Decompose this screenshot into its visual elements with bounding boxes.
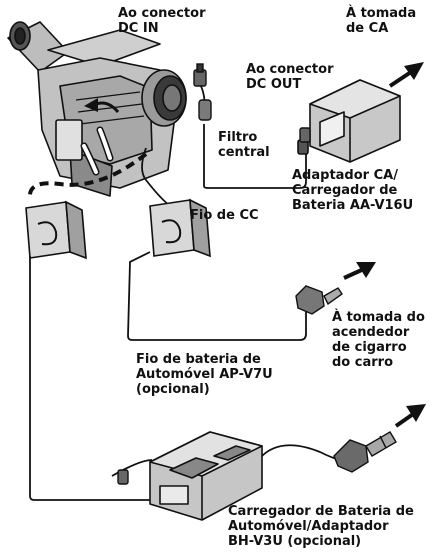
ac-adapter-illustration (297, 79, 401, 163)
label-dc-out: Ao conector DC OUT (246, 62, 334, 92)
label-filter-line1: Filtro (218, 130, 258, 145)
cigarette-arrow-small (343, 262, 376, 280)
label-dc-in: Ao conector DC IN (118, 6, 206, 36)
label-car-cord-line2: Automóvel AP-V7U (136, 367, 273, 382)
label-cigarette-line2: acendedor (332, 325, 410, 340)
label-car-cord-line3: (opcional) (136, 382, 210, 397)
label-cigarette-line3: de cigarro (332, 340, 407, 355)
label-dc-cord-line1: Fio de CC (190, 208, 259, 223)
charger-plug (117, 469, 129, 485)
label-car-charger-line3: BH-V3U (opcional) (228, 534, 362, 549)
label-ac-outlet-line2: de CA (346, 21, 389, 36)
label-cigarette-line1: À tomada do (332, 310, 425, 325)
label-dc-out-line1: Ao conector (246, 62, 334, 77)
label-dc-cord: Fio de CC (190, 208, 259, 223)
label-ac-outlet-line1: À tomada (346, 6, 417, 21)
label-ac-adapter: Adaptador CA/ Carregador de Bateria AA-V… (292, 168, 413, 213)
attach-arrow-solid (84, 98, 120, 113)
dc-out-plug (299, 127, 311, 143)
label-ac-adapter-line1: Adaptador CA/ (292, 168, 398, 183)
car-charger-illustration (149, 431, 263, 521)
car-battery-cord (127, 251, 307, 341)
label-dc-out-line2: DC OUT (246, 77, 302, 92)
label-dc-in-line1: Ao conector (118, 6, 206, 21)
label-ac-outlet: À tomada de CA (346, 6, 416, 36)
battery-plate-left (25, 200, 87, 260)
label-central-filter: Filtro central (218, 130, 270, 160)
label-ac-adapter-line3: Bateria AA-V16U (292, 198, 414, 213)
ac-outlet-arrow (388, 62, 424, 88)
label-dc-in-line2: DC IN (118, 21, 159, 36)
label-car-battery-cord: Fio de bateria de Automóvel AP-V7U (opci… (136, 352, 273, 397)
label-car-charger-line1: Carregador de Bateria de (228, 504, 414, 519)
label-car-charger: Carregador de Bateria de Automóvel/Adapt… (228, 504, 414, 549)
cigarette-plug-large (333, 431, 397, 473)
camcorder-illustration (7, 21, 187, 197)
label-cigarette-lighter: À tomada do acendedor de cigarro do carr… (332, 310, 425, 370)
cigarette-plug-small (295, 285, 343, 315)
label-ac-adapter-line2: Carregador de (292, 183, 398, 198)
label-car-charger-line2: Automóvel/Adaptador (228, 519, 389, 534)
label-cigarette-line4: do carro (332, 355, 393, 370)
attach-arrow-hollow (80, 126, 114, 176)
dc-in-plug (193, 63, 207, 87)
cigarette-arrow-large (394, 404, 426, 428)
battery-dashed-cord (27, 152, 148, 199)
battery-plate-right (149, 198, 211, 258)
label-filter-line2: central (218, 145, 270, 160)
label-car-cord-line1: Fio de bateria de (136, 352, 261, 367)
central-filter (198, 99, 212, 121)
